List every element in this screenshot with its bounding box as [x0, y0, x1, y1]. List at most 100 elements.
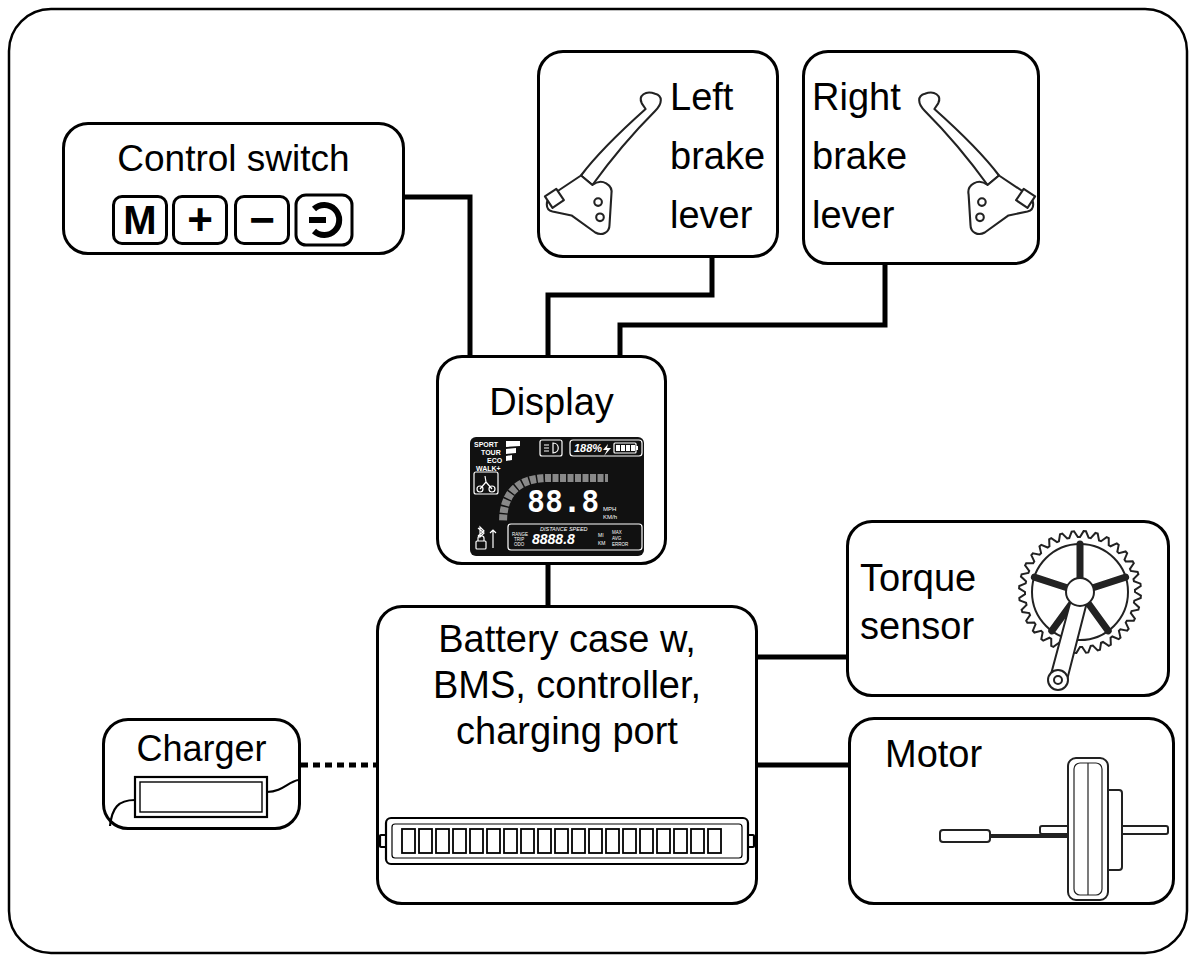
battery-icon — [402, 829, 415, 853]
motor-icon — [1068, 758, 1108, 900]
battery-icon — [380, 818, 754, 864]
battery-icon — [386, 818, 748, 864]
battery-icon — [640, 829, 653, 853]
display-screen — [544, 443, 558, 453]
battery-icon — [589, 829, 602, 853]
screen-readout: ERROR — [612, 543, 628, 548]
display-screen — [506, 441, 520, 461]
display-screen — [631, 445, 635, 451]
node-label: Battery case w, BMS, controller, chargin… — [402, 616, 732, 754]
battery-icon — [470, 829, 483, 853]
node-label: Torque sensor — [860, 555, 1010, 650]
node-label: Right brake lever — [812, 68, 930, 245]
node-label: Left brake lever — [670, 68, 774, 245]
charger-icon — [135, 777, 267, 817]
display-screen — [506, 441, 520, 447]
torque-sensor-icon — [1048, 670, 1068, 690]
display-screen — [474, 440, 642, 550]
display-screen — [636, 446, 638, 450]
wire — [405, 197, 470, 355]
screen-readout: 88.8 — [527, 487, 599, 517]
battery-icon — [555, 829, 568, 853]
battery-icon — [453, 829, 466, 853]
motor-box: Motor — [848, 717, 1175, 905]
display-screen — [503, 478, 608, 522]
motor-icon — [1087, 763, 1088, 895]
power-button — [296, 195, 352, 245]
battery-icon — [538, 829, 551, 853]
node-label: Charger — [105, 727, 298, 770]
brake-lever-icon — [978, 198, 986, 206]
screen-readout: ODO — [514, 543, 524, 548]
button-label: + — [172, 195, 228, 245]
battery-icon — [487, 829, 500, 853]
display-screen — [480, 476, 492, 489]
brake-lever-box: Right brake lever — [802, 50, 1040, 265]
display-screen — [614, 443, 636, 453]
display-screen — [603, 444, 611, 456]
charger-icon — [140, 782, 262, 812]
button-label: M — [112, 195, 168, 245]
motor-icon — [940, 830, 990, 842]
screen-readout: MAX — [612, 531, 622, 536]
battery-icon — [402, 829, 721, 853]
battery-icon — [623, 829, 636, 853]
power-button — [296, 195, 352, 245]
brake-lever-icon — [919, 93, 999, 185]
battery-icon — [521, 829, 534, 853]
node-label: Motor — [885, 732, 1065, 778]
brake-lever-icon — [976, 214, 984, 222]
battery-icon — [436, 829, 449, 853]
battery-icon — [606, 829, 619, 853]
motor-icon — [940, 758, 1168, 900]
charging-link — [301, 763, 376, 768]
display-screen — [621, 445, 625, 451]
display-screen — [616, 445, 620, 451]
display-screen — [470, 437, 644, 556]
brake-lever-icon — [1016, 189, 1035, 208]
battery-icon — [691, 829, 704, 853]
brake-lever-box: Left brake lever — [537, 50, 779, 258]
screen-readout: TOUR — [481, 449, 501, 456]
display-screen — [603, 444, 638, 456]
charger-box: Charger — [102, 718, 301, 830]
screen-readout: AVG — [612, 537, 621, 542]
torque-sensor-icon — [1019, 531, 1141, 690]
battery-icon — [572, 829, 585, 853]
motor-icon — [1074, 763, 1102, 895]
display-screen — [476, 541, 486, 549]
display-screen — [570, 440, 642, 456]
wire — [546, 565, 551, 605]
display-screen — [474, 472, 498, 494]
brake-lever-icon — [581, 93, 661, 185]
screen-readout: KM/h — [603, 514, 617, 520]
button-label: − — [234, 195, 290, 245]
screen-readout: RANGE — [512, 533, 528, 538]
wire — [758, 655, 846, 660]
torque-sensor-icon — [1019, 531, 1141, 653]
display-screen — [490, 530, 496, 548]
charger-icon — [110, 800, 135, 826]
torque-sensor-icon — [1066, 578, 1094, 606]
brake-lever-icon — [545, 93, 661, 234]
screen-readout: KM — [598, 541, 606, 546]
screen-readout: TRIP — [514, 538, 524, 543]
wire — [620, 265, 885, 355]
outer-frame — [9, 9, 1187, 953]
display-screen — [540, 440, 562, 456]
screen-readout: MI — [598, 533, 604, 538]
display-screen — [508, 524, 642, 550]
sensor-box: Torque sensor — [846, 520, 1170, 697]
brake-lever-icon — [919, 93, 1035, 234]
display-screen — [503, 478, 608, 522]
torque-sensor-icon — [1054, 676, 1062, 684]
screen-readout: WALK+ — [476, 465, 501, 472]
battery-icon — [657, 829, 670, 853]
node-label: Control switch — [65, 137, 402, 181]
screen-readout: 8888.8 — [532, 532, 575, 546]
screen-readout: MPH — [603, 506, 616, 512]
display-screen — [506, 448, 516, 454]
display-screen — [470, 437, 644, 556]
brake-lever-icon — [594, 198, 602, 206]
battery-icon — [708, 829, 721, 853]
